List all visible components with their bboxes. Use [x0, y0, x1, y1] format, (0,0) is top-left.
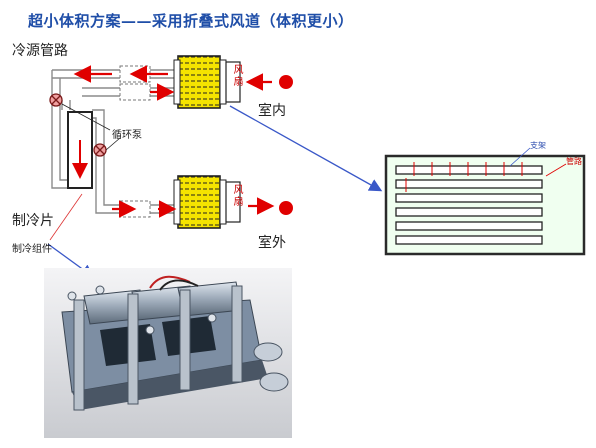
label-outdoor: 室外: [258, 235, 286, 251]
heat-exchanger-indoor: [173, 55, 227, 109]
label-tube: 管路: [566, 157, 582, 166]
outdoor-air-dot: [279, 201, 293, 215]
heat-exchanger-outdoor: [173, 175, 227, 229]
pump-upper: [49, 93, 63, 107]
label-cooling-assembly: 制冷组件: [12, 244, 52, 255]
folded-duct: [384, 147, 586, 256]
flow-arrows: [73, 65, 275, 218]
label-fin: 支架: [530, 141, 546, 150]
label-indoor: 室内: [258, 103, 286, 119]
fan-outdoor: [225, 181, 241, 223]
assembly-photo: [44, 268, 292, 438]
indoor-air-dot: [279, 75, 293, 89]
page-title: 超小体积方案——采用折叠式风道（体积更小）: [28, 12, 354, 30]
label-peltier: 制冷片: [12, 213, 54, 229]
label-coolant-pipe: 冷源管路: [12, 43, 68, 59]
label-fan-indoor: 风扇: [231, 64, 242, 88]
pipe-couplers: [119, 65, 151, 218]
fan-indoor: [225, 61, 241, 103]
label-fan-outdoor: 风扇: [231, 184, 242, 208]
pump-lower: [93, 143, 107, 157]
label-pump: 循环泵: [112, 130, 142, 141]
